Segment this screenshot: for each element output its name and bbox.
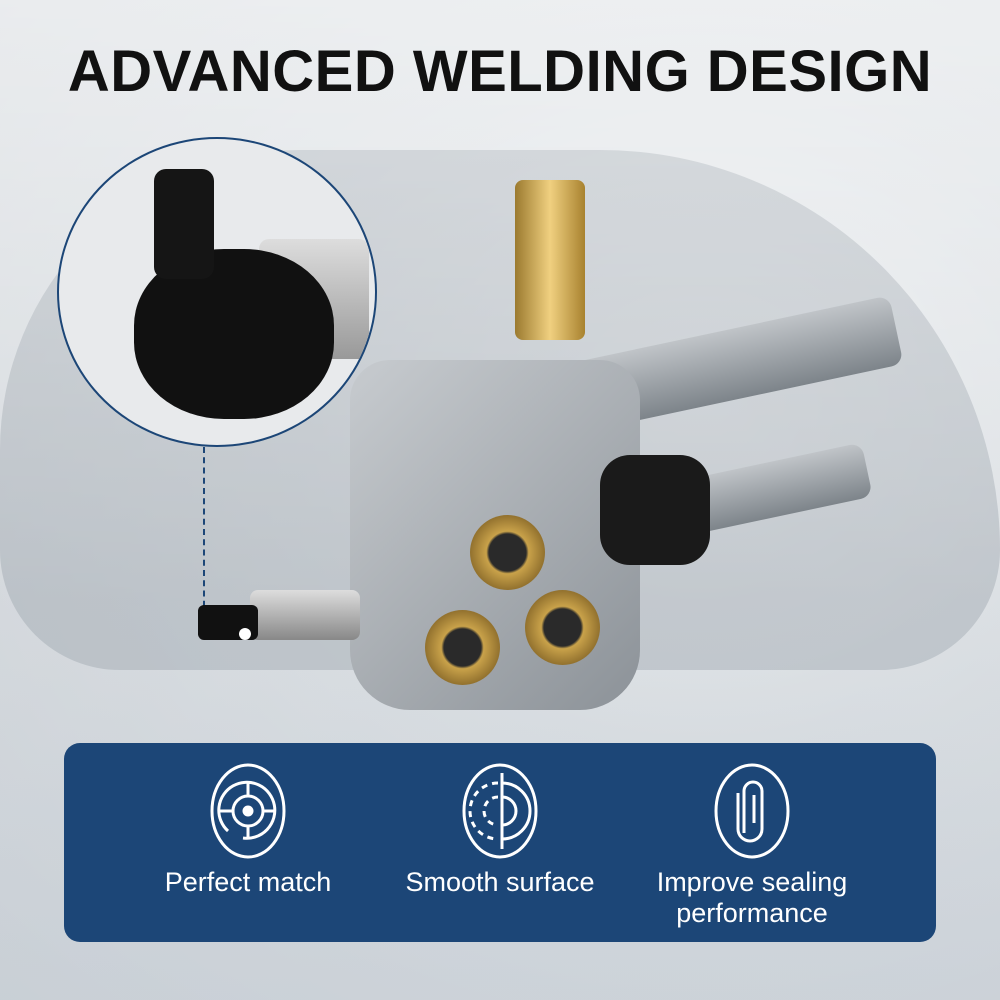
feature-label: Smooth surface: [405, 867, 595, 897]
features-panel: Perfect match Smooth surface Improve sea…: [64, 743, 936, 942]
detail-zoom-circle: [57, 137, 377, 447]
surface-icon: [462, 763, 538, 859]
feature-smooth-surface: Smooth surface: [370, 743, 630, 942]
leader-line: [203, 447, 205, 617]
brass-port: [425, 610, 500, 685]
paperclip-icon: [714, 763, 790, 859]
inlet-nut: [600, 455, 710, 565]
brass-port: [525, 590, 600, 665]
feature-perfect-match: Perfect match: [118, 743, 378, 942]
brass-port: [470, 515, 545, 590]
unloader-valve: [515, 180, 585, 340]
page-title: ADVANCED WELDING DESIGN: [67, 39, 933, 104]
feature-label: Perfect match: [164, 867, 332, 897]
feature-sealing: Improve sealing performance: [622, 743, 882, 942]
side-pipe: [250, 590, 360, 640]
highlight-dot: [239, 628, 251, 640]
black-tube: [154, 169, 214, 279]
target-icon: [210, 763, 286, 859]
feature-label: Improve sealing performance: [656, 867, 848, 928]
